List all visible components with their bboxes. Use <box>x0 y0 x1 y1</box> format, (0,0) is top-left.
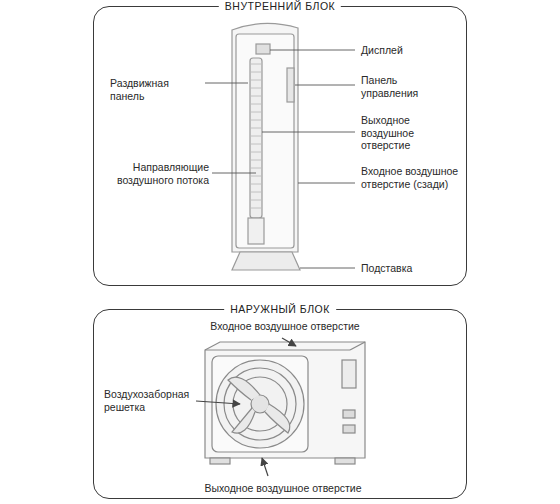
louver <box>251 80 261 81</box>
louver <box>251 184 261 185</box>
louver <box>251 192 261 193</box>
louver <box>251 72 261 73</box>
section-heading: НАРУЖНЫЙ БЛОК <box>224 302 336 316</box>
part-label: Входное воздушное отверстие (сзади) <box>361 165 461 190</box>
louver <box>251 200 261 201</box>
louver <box>251 208 261 209</box>
louver <box>251 104 261 105</box>
louver <box>251 120 261 121</box>
louver <box>251 176 261 177</box>
louver <box>251 160 261 161</box>
louver <box>251 136 261 137</box>
part-label: Входное воздушное отверстие <box>185 320 385 333</box>
part-label: Подставка <box>361 262 441 275</box>
louver <box>251 168 261 169</box>
section-heading: ВНУТРЕННИЙ БЛОК <box>219 0 341 13</box>
louver <box>251 96 261 97</box>
louver <box>251 152 261 153</box>
louver <box>251 128 261 129</box>
louver <box>251 144 261 145</box>
part-label: Дисплей <box>361 44 441 57</box>
louver <box>251 112 261 113</box>
indoor-unit <box>232 23 300 270</box>
part-label: Раздвижная панель <box>110 77 202 102</box>
part-label: Выходное воздушное отверстие <box>361 114 441 152</box>
part-label: Воздухозаборная решетка <box>104 388 194 413</box>
louver <box>251 88 261 89</box>
section-panel: ВНУТРЕННИЙ БЛОК <box>93 6 467 286</box>
part-label: Направляющие воздушного потока <box>112 161 209 186</box>
section-panel: НАРУЖНЫЙ БЛОК <box>93 309 467 499</box>
louver <box>251 64 261 65</box>
part-label: Выходное воздушное отверстие <box>183 482 383 495</box>
part-label: Панель управления <box>361 74 441 99</box>
